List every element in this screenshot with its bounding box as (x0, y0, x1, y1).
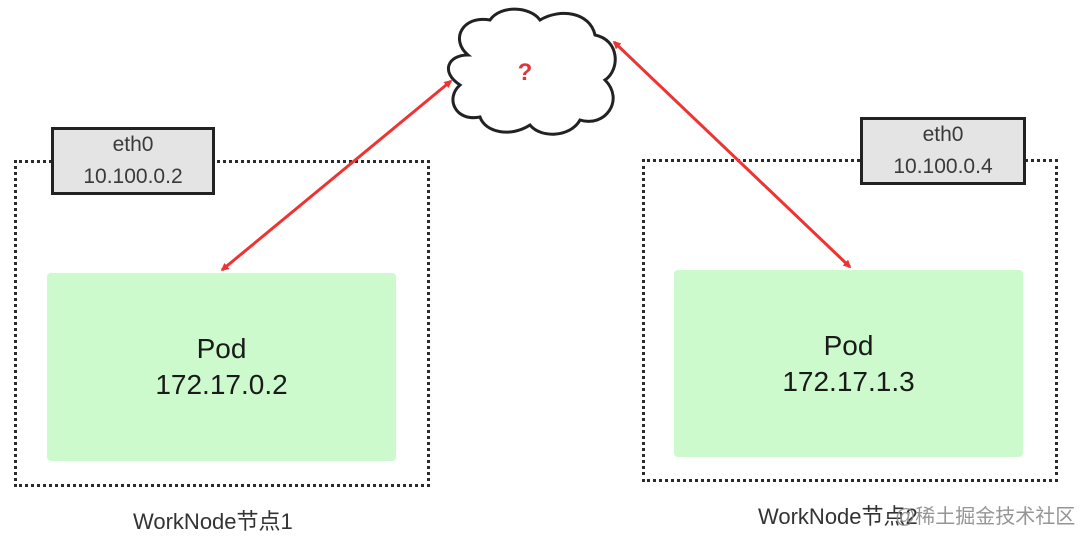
cloud-question-mark: ? (517, 59, 533, 86)
worknode-2-label: WorkNode节点2 (758, 504, 918, 529)
pod-title: Pod (823, 329, 874, 361)
arrow-left (220, 79, 453, 272)
eth-name: eth0 (922, 123, 964, 146)
eth0-interface-node1: eth0 10.100.0.2 (51, 127, 215, 195)
pod-node2: Pod 172.17.1.3 (674, 270, 1023, 457)
eth0-interface-node2: eth0 10.100.0.4 (860, 117, 1026, 185)
pod-ip: 172.17.0.2 (155, 369, 288, 400)
pod-node1: Pod 172.17.0.2 (47, 273, 396, 461)
eth-ip: 10.100.0.4 (893, 155, 993, 178)
eth-ip: 10.100.0.2 (83, 165, 183, 188)
arrow-right (612, 40, 852, 269)
worknode-1-label: WorkNode节点1 (133, 509, 293, 534)
pod-title: Pod (196, 333, 247, 364)
pod-ip: 172.17.1.3 (782, 365, 915, 397)
eth-name: eth0 (112, 133, 154, 156)
watermark: @稀土掘金技术社区 (895, 506, 1076, 528)
cloud-shape (446, 7, 617, 136)
